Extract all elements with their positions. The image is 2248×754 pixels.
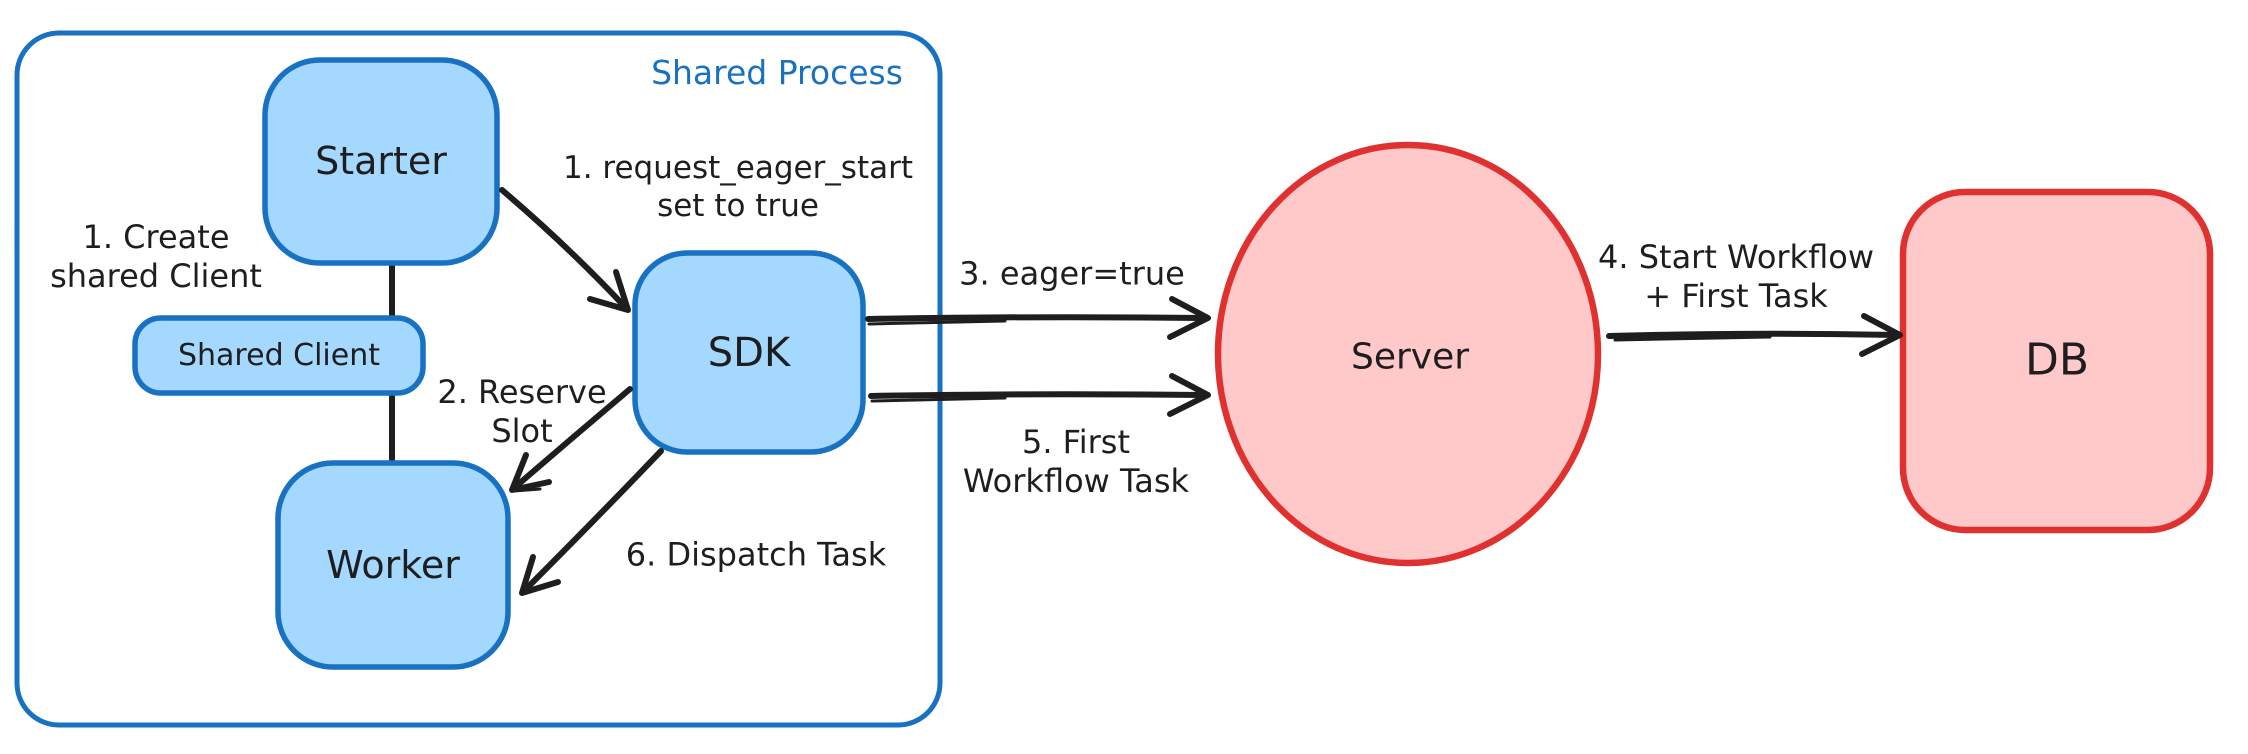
annotation-request-eager-start: 1. request_eager_start set to true [562, 150, 914, 224]
sdk-label: SDK [707, 330, 791, 376]
arrow-server-to-db [1606, 313, 1903, 357]
shared-process-title: Shared Process [651, 53, 903, 93]
annotation-dispatch-task: 6. Dispatch Task [625, 535, 887, 574]
arrow-starter-to-sdk [499, 187, 631, 313]
server-circle [1214, 141, 1602, 567]
annotation-create-shared-client: 1. Create shared Client [50, 217, 262, 295]
starter-label: Starter [315, 139, 447, 184]
arrow-sdk-to-worker-dispatch [519, 448, 664, 596]
arrow-sdk-to-server-top [865, 296, 1211, 340]
sdk-box [632, 250, 866, 455]
worker-box [275, 460, 511, 670]
shared-client-box [132, 315, 426, 396]
db-label: DB [2024, 334, 2090, 386]
annotation-reserve-slot: 2. Reserve Slot [437, 372, 607, 450]
annotation-start-workflow: 4. Start Workflow + First Task [1598, 237, 1874, 315]
db-box [1899, 188, 2214, 534]
server-label: Server [1350, 336, 1470, 378]
annotation-eager-true: 3. eager=true [959, 254, 1185, 293]
arrow-sdk-to-server-bottom [868, 373, 1211, 417]
arrow-sdk-to-worker-reserve [509, 386, 633, 493]
annotation-first-workflow-task: 5. First Workflow Task [962, 422, 1190, 500]
starter-box [262, 57, 500, 266]
worker-label: Worker [326, 543, 460, 588]
shared-client-label: Shared Client [177, 338, 381, 373]
shared-process-container [14, 30, 943, 728]
